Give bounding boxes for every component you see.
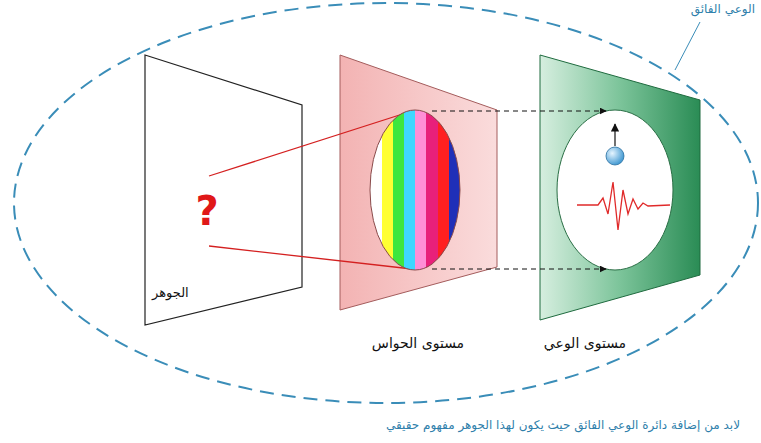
superconsciousness-region: ? الجوهر مستوى الحواس مستوى الوعي الوعي الفا… xyxy=(0,0,761,405)
awareness-circle xyxy=(557,110,673,270)
outline-shape xyxy=(540,55,701,321)
plane-label: الجوهر xyxy=(152,285,189,301)
outline-path xyxy=(540,55,700,320)
spectrum-outline xyxy=(370,110,460,270)
outline-path xyxy=(145,55,302,325)
plane-label: مستوى الحواس xyxy=(372,335,464,352)
essence-plane: ? الجوهر xyxy=(145,55,303,326)
outline-path xyxy=(340,55,497,310)
wave-signal xyxy=(577,182,670,230)
outline-path xyxy=(14,3,758,403)
plane-label: مستوى الوعي xyxy=(544,335,626,352)
color-spectrum xyxy=(370,110,460,270)
leader-line xyxy=(675,22,700,70)
region-label: الوعي الفائق xyxy=(689,2,757,16)
question-mark: ? xyxy=(195,187,218,235)
caption: لابد من إضافة دائرة الوعي الفائق حيث يكو… xyxy=(386,418,740,432)
dashed-arrows xyxy=(432,111,606,269)
awareness-plane: مستوى الوعي xyxy=(540,55,701,321)
senses-plane: مستوى الحواس xyxy=(340,55,498,311)
outline-shape xyxy=(340,55,498,311)
red-projection-lines xyxy=(209,111,412,269)
particle-symbol xyxy=(606,124,624,165)
